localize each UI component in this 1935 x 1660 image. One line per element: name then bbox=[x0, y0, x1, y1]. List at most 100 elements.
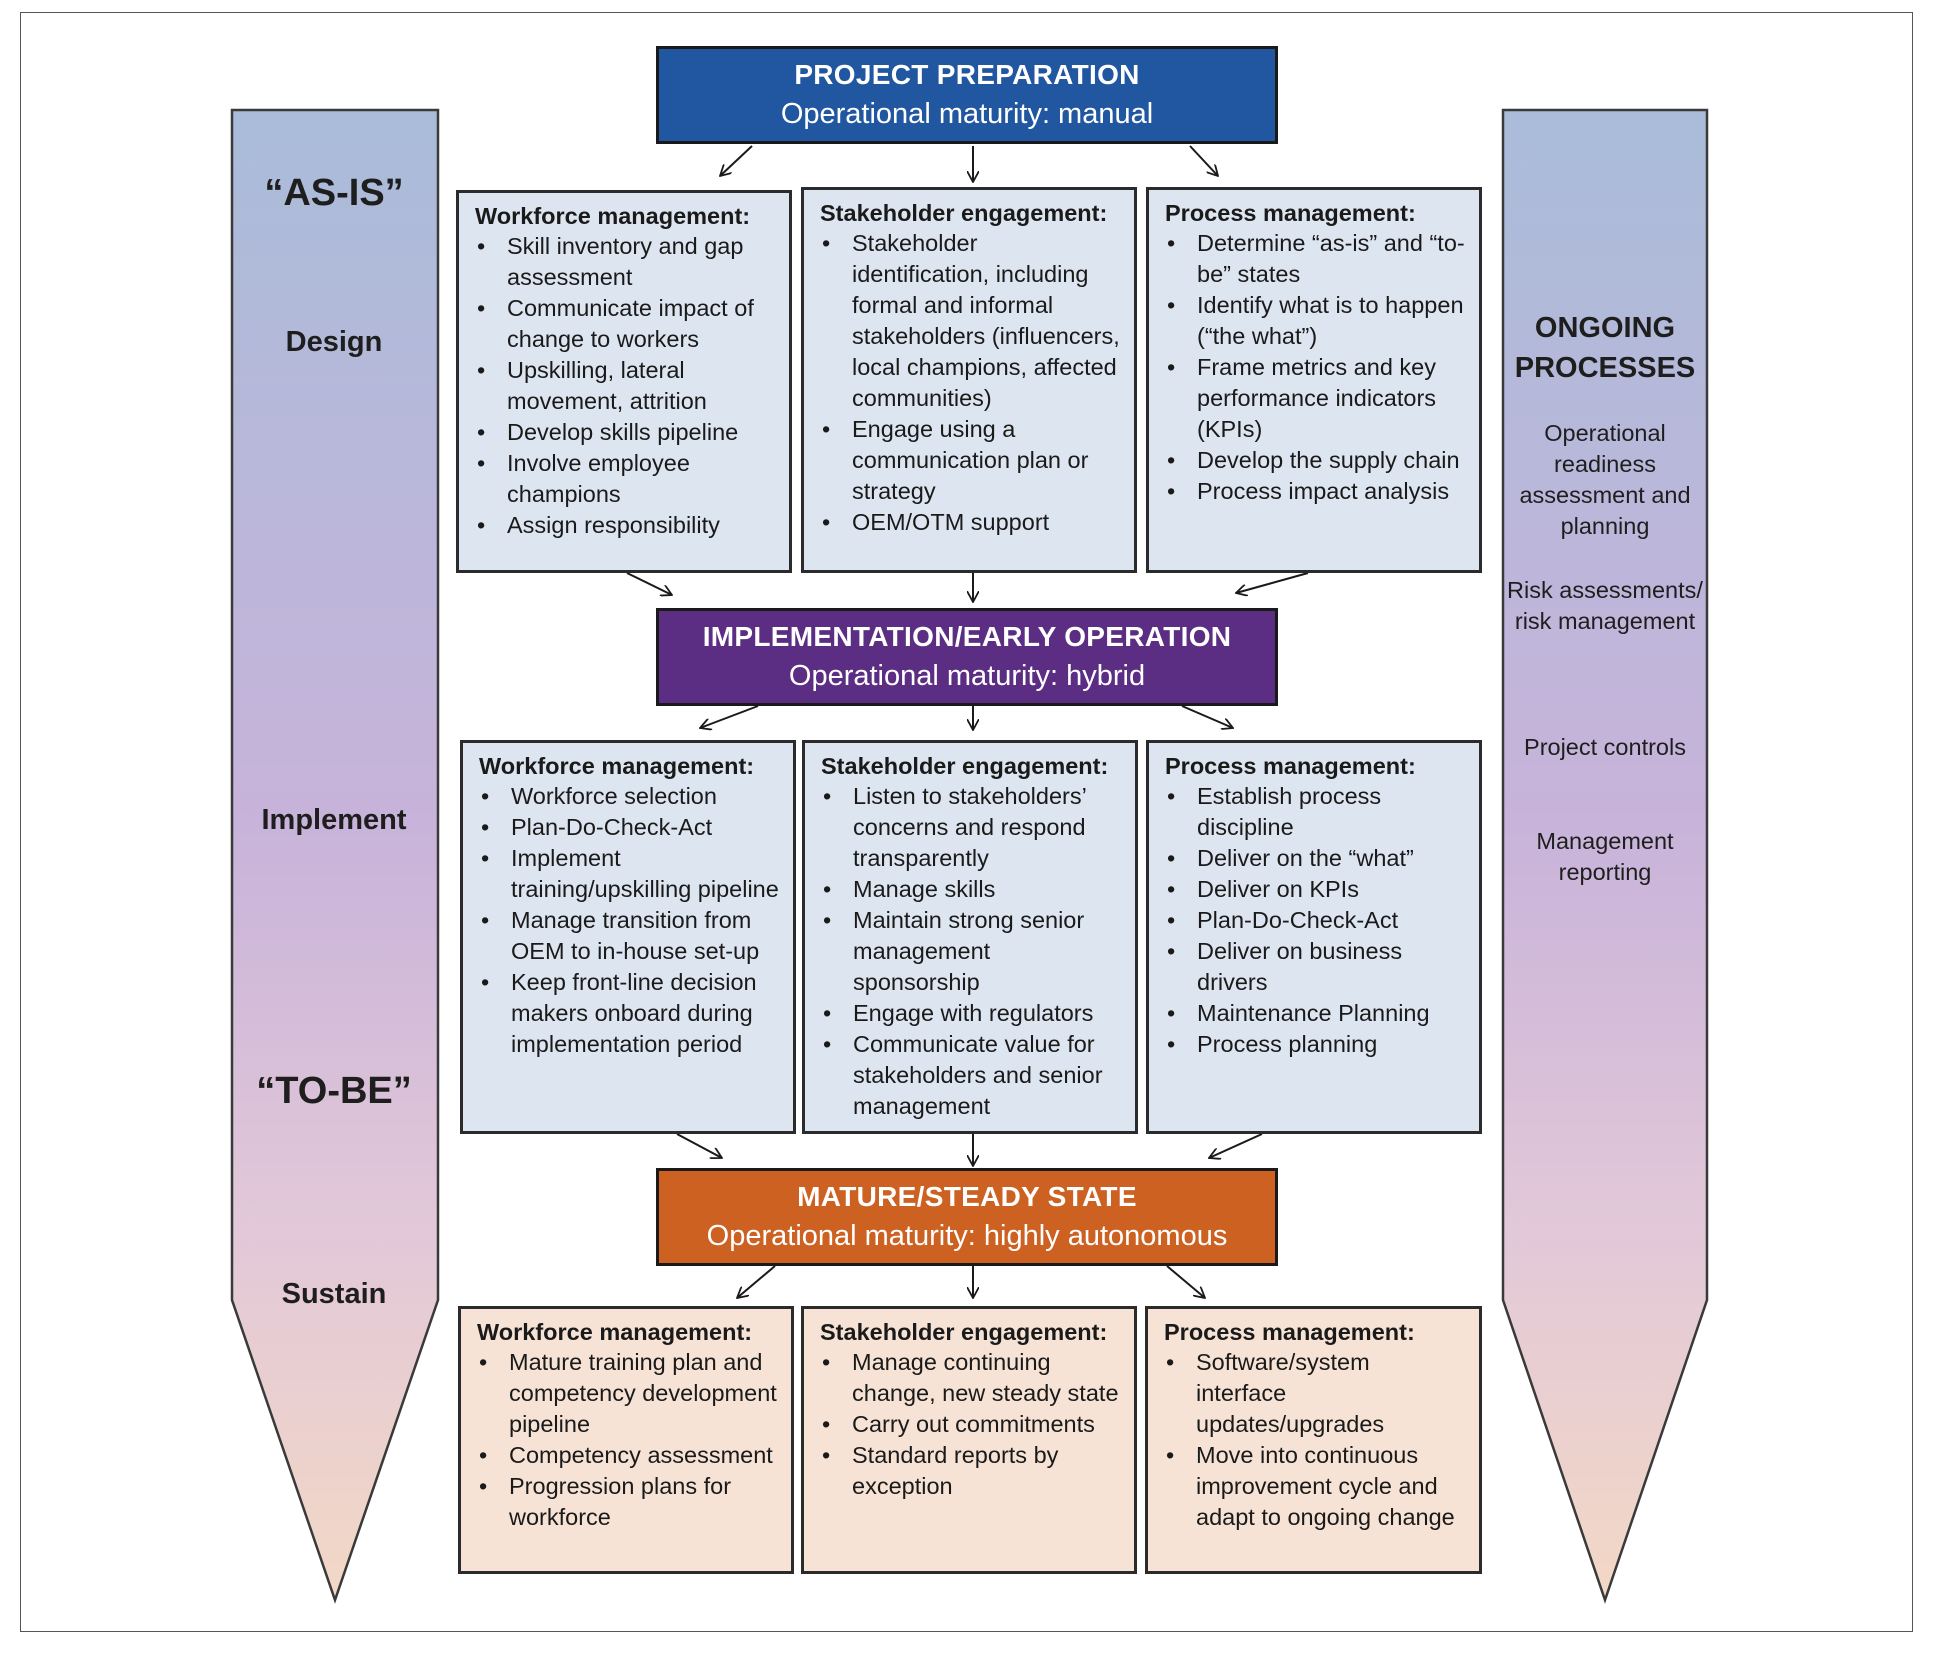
list-item: Communicate impact of change to workers bbox=[475, 293, 775, 355]
ongoing-item-risk: Risk assessments/ risk management bbox=[1507, 577, 1703, 634]
list-item: Manage continuing change, new steady sta… bbox=[820, 1347, 1120, 1409]
as-is-to-be-arrow bbox=[230, 108, 440, 1604]
to-be-label: “TO-BE” bbox=[256, 1070, 412, 1112]
list-item: Manage transition from OEM to in-house s… bbox=[479, 905, 779, 967]
list-item: Communicate value for stakeholders and s… bbox=[821, 1029, 1121, 1122]
list-item: Keep front-line decision makers onboard … bbox=[479, 967, 779, 1060]
as-is-label: “AS-IS” bbox=[264, 172, 404, 214]
ongoing-item-readiness: Operational readiness assessment and pla… bbox=[1519, 420, 1691, 539]
bullet-list: Determine “as-is” and “to-be” states Ide… bbox=[1165, 228, 1465, 507]
phase-mature-steady-state: MATURE/STEADY STATE Operational maturity… bbox=[656, 1168, 1278, 1266]
list-item: Manage skills bbox=[821, 874, 1121, 905]
list-item: Assign responsibility bbox=[475, 510, 775, 541]
box-title: Workforce management: bbox=[477, 1319, 753, 1345]
connector-line bbox=[626, 572, 672, 595]
list-item: Maintenance Planning bbox=[1165, 998, 1465, 1029]
bullet-list: Workforce selection Plan-Do-Check-Act Im… bbox=[479, 781, 779, 1060]
phase-implementation: IMPLEMENTATION/EARLY OPERATION Operation… bbox=[656, 608, 1278, 706]
list-item: Workforce selection bbox=[479, 781, 779, 812]
phase-title: MATURE/STEADY STATE bbox=[797, 1181, 1137, 1212]
list-item: Standard reports by exception bbox=[820, 1440, 1120, 1502]
list-item: Maintain strong senior management sponso… bbox=[821, 905, 1121, 998]
ongoing-processes-title: ONGOING PROCESSES bbox=[1503, 308, 1707, 388]
phase-subtitle: Operational maturity: hybrid bbox=[788, 660, 1146, 692]
implement-label: Implement bbox=[261, 804, 407, 836]
list-item: Deliver on business drivers bbox=[1165, 936, 1465, 998]
box-impl-process: Process management: Establish process di… bbox=[1146, 740, 1482, 1134]
list-item: Develop skills pipeline bbox=[475, 417, 775, 448]
list-item: Listen to stakeholders’ concerns and res… bbox=[821, 781, 1121, 874]
list-item: Frame metrics and key performance indica… bbox=[1165, 352, 1465, 445]
connector-line bbox=[720, 145, 753, 176]
list-item: Identify what is to happen (“the what”) bbox=[1165, 290, 1465, 352]
design-label: Design bbox=[285, 326, 383, 358]
list-item: Move into continuous improvement cycle a… bbox=[1164, 1440, 1465, 1533]
list-item: Mature training plan and competency deve… bbox=[477, 1347, 777, 1440]
bullet-list: Listen to stakeholders’ concerns and res… bbox=[821, 781, 1121, 1122]
connector-line bbox=[1166, 1265, 1205, 1298]
list-item: Deliver on KPIs bbox=[1165, 874, 1465, 905]
bullet-list: Manage continuing change, new steady sta… bbox=[820, 1347, 1120, 1502]
list-item: Progression plans for workforce bbox=[477, 1471, 777, 1533]
bullet-list: Software/system interface updates/upgrad… bbox=[1164, 1347, 1465, 1533]
box-prep-stakeholder: Stakeholder engagement: Stakeholder iden… bbox=[801, 187, 1137, 573]
phase-subtitle: Operational maturity: highly autonomous bbox=[706, 1220, 1228, 1252]
box-prep-process: Process management: Determine “as-is” an… bbox=[1146, 187, 1482, 573]
sustain-label: Sustain bbox=[281, 1278, 387, 1310]
box-title: Process management: bbox=[1165, 200, 1416, 226]
bullet-list: Skill inventory and gap assessment Commu… bbox=[475, 231, 775, 541]
box-title: Process management: bbox=[1165, 753, 1416, 779]
phase-subtitle: Operational maturity: manual bbox=[780, 98, 1154, 130]
phase-title: PROJECT PREPARATION bbox=[794, 59, 1140, 90]
box-title: Process management: bbox=[1164, 1319, 1415, 1345]
connector-line bbox=[1236, 572, 1309, 593]
connector-line bbox=[1189, 145, 1218, 176]
box-impl-stakeholder: Stakeholder engagement: Listen to stakeh… bbox=[802, 740, 1138, 1134]
list-item: Determine “as-is” and “to-be” states bbox=[1165, 228, 1465, 290]
ongoing-title-line1: ONGOING bbox=[1534, 312, 1676, 344]
list-item: Deliver on the “what” bbox=[1165, 843, 1465, 874]
connector-line bbox=[676, 1133, 722, 1158]
bullet-list: Mature training plan and competency deve… bbox=[477, 1347, 777, 1533]
ongoing-title-line2: PROCESSES bbox=[1514, 352, 1696, 384]
list-item: Develop the supply chain bbox=[1165, 445, 1465, 476]
bullet-list: Establish process discipline Deliver on … bbox=[1165, 781, 1465, 1060]
list-item: Upskilling, lateral movement, attrition bbox=[475, 355, 775, 417]
list-item: Carry out commitments bbox=[820, 1409, 1120, 1440]
box-title: Stakeholder engagement: bbox=[820, 1319, 1108, 1345]
connector-line bbox=[1209, 1133, 1263, 1158]
box-title: Workforce management: bbox=[475, 203, 751, 229]
list-item: Process planning bbox=[1165, 1029, 1465, 1060]
box-impl-workforce: Workforce management: Workforce selectio… bbox=[460, 740, 796, 1134]
list-item: Engage using a communication plan or str… bbox=[820, 414, 1120, 507]
box-prep-workforce: Workforce management: Skill inventory an… bbox=[456, 190, 792, 573]
box-title: Stakeholder engagement: bbox=[821, 753, 1109, 779]
connector-line bbox=[700, 705, 759, 728]
phase-title: IMPLEMENTATION/EARLY OPERATION bbox=[702, 621, 1232, 652]
bullet-list: Stakeholder identification, including fo… bbox=[820, 228, 1120, 538]
list-item: Skill inventory and gap assessment bbox=[475, 231, 775, 293]
list-item: Involve employee champions bbox=[475, 448, 775, 510]
list-item: Stakeholder identification, including fo… bbox=[820, 228, 1120, 414]
ongoing-processes-arrow bbox=[1501, 108, 1709, 1604]
diagram-frame bbox=[20, 12, 1913, 1632]
list-item: Plan-Do-Check-Act bbox=[479, 812, 779, 843]
list-item: Plan-Do-Check-Act bbox=[1165, 905, 1465, 936]
box-title: Stakeholder engagement: bbox=[820, 200, 1108, 226]
list-item: Establish process discipline bbox=[1165, 781, 1465, 843]
connector-line bbox=[737, 1265, 776, 1298]
list-item: OEM/OTM support bbox=[820, 507, 1120, 538]
ongoing-item-reporting: Management reporting bbox=[1536, 828, 1674, 885]
phase-project-preparation: PROJECT PREPARATION Operational maturity… bbox=[656, 46, 1278, 144]
list-item: Implement training/upskilling pipeline bbox=[479, 843, 779, 905]
box-mature-workforce: Workforce management: Mature training pl… bbox=[458, 1306, 794, 1574]
list-item: Process impact analysis bbox=[1165, 476, 1465, 507]
box-title: Workforce management: bbox=[479, 753, 755, 779]
list-item: Engage with regulators bbox=[821, 998, 1121, 1029]
list-item: Competency assessment bbox=[477, 1440, 777, 1471]
list-item: Software/system interface updates/upgrad… bbox=[1164, 1347, 1465, 1440]
box-mature-process: Process management: Software/system inte… bbox=[1145, 1306, 1482, 1574]
box-mature-stakeholder: Stakeholder engagement: Manage continuin… bbox=[801, 1306, 1137, 1574]
ongoing-item-controls: Project controls bbox=[1524, 734, 1686, 760]
